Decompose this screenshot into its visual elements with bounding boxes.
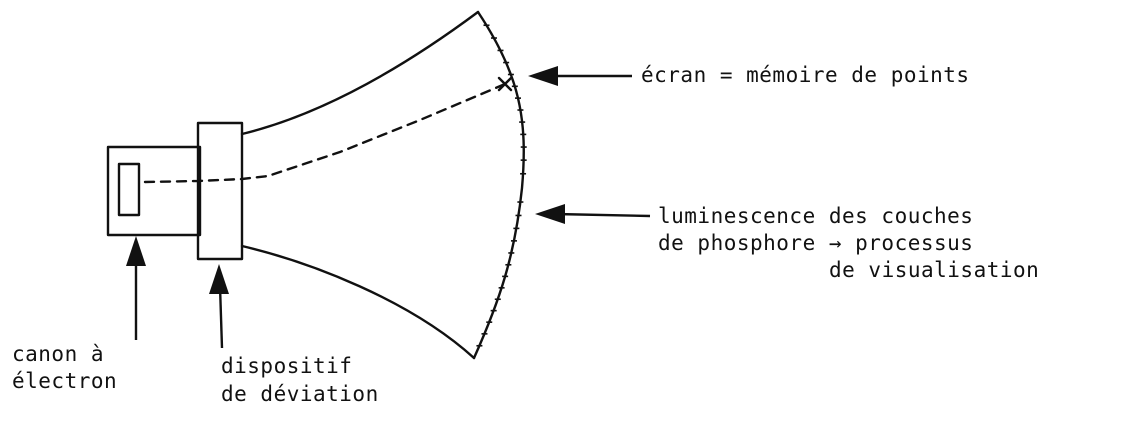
electron-gun-housing — [106, 145, 202, 237]
electron-beam-path — [143, 82, 507, 184]
luminescence-label-line3: de visualisation — [829, 258, 1040, 282]
screen-label: écran = mémoire de points — [641, 63, 970, 87]
deflection-label-line1: dispositif — [221, 354, 353, 378]
electron-gun-cathode — [117, 162, 141, 217]
arrow-to-deflection — [209, 264, 229, 349]
arrow-to-electron-gun — [126, 236, 146, 340]
deflection-coil — [196, 121, 244, 261]
arrow-to-screen — [528, 66, 632, 86]
electron-gun-label-line2: électron — [12, 369, 118, 393]
arrow-to-luminescence — [535, 204, 651, 224]
electron-gun-label-line1: canon à — [12, 342, 105, 366]
phosphor-screen — [472, 10, 525, 360]
luminescence-label-line2: de phosphore → processus — [658, 231, 974, 255]
tube-upper-outline — [240, 10, 480, 136]
deflection-label-line2: de déviation — [221, 382, 379, 406]
tube-lower-outline — [240, 244, 476, 360]
beam-impact-mark — [497, 76, 513, 92]
luminescence-label-line1: luminescence des couches — [658, 204, 974, 228]
phosphor-dot-marks — [476, 24, 527, 347]
